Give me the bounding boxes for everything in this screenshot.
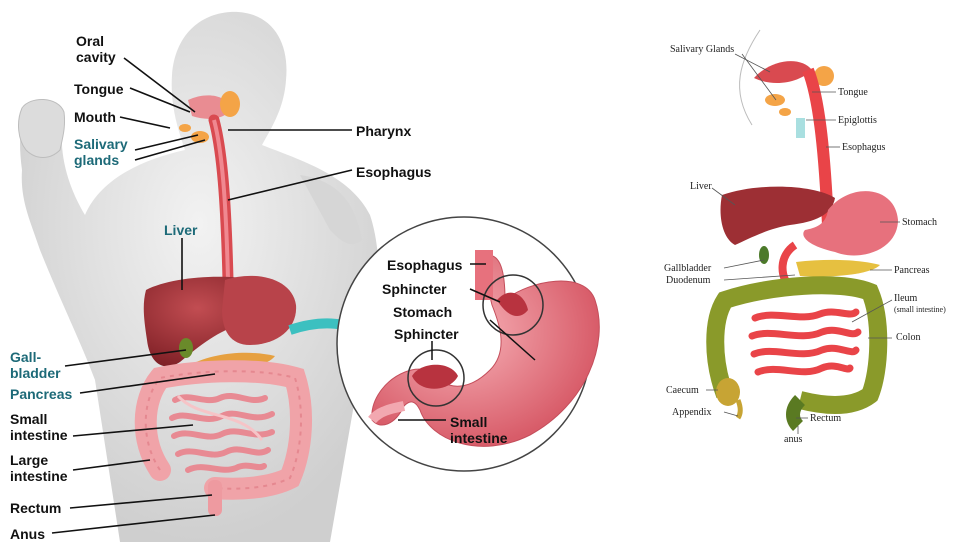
label-pancreas: Pancreas: [10, 386, 72, 402]
label-esophagus: Esophagus: [356, 164, 431, 180]
r-label-caecum: Caecum: [666, 385, 699, 396]
body-silhouette: [19, 12, 379, 542]
label-mouth: Mouth: [74, 109, 116, 125]
r-label-duodenum: Duodenum: [666, 275, 710, 286]
label-tongue: Tongue: [74, 81, 124, 97]
label-salivary-glands: Salivary glands: [74, 136, 128, 168]
label-oral-cavity: Oral cavity: [76, 33, 116, 65]
r-label-ileum: Ileum: [894, 293, 917, 304]
r-label-gallbladder: Gallbladder: [664, 263, 711, 274]
r-label-liver: Liver: [690, 181, 712, 192]
r-label-stomach: Stomach: [902, 217, 937, 228]
gallbladder-organ: [179, 338, 193, 358]
inset-label-sphincter-bottom: Sphincter: [394, 326, 459, 342]
inset-label-stomach: Stomach: [393, 304, 452, 320]
right-schematic: [706, 30, 900, 434]
r-label-salivary-glands: Salivary Glands: [670, 44, 734, 55]
r-label-appendix: Appendix: [672, 407, 711, 418]
r-label-esophagus: Esophagus: [842, 142, 885, 153]
inset-label-esophagus: Esophagus: [387, 257, 462, 273]
label-large-intestine: Large intestine: [10, 452, 68, 484]
r-label-rectum: Rectum: [810, 413, 841, 424]
label-liver: Liver: [164, 222, 197, 238]
inset-label-sphincter-top: Sphincter: [382, 281, 447, 297]
r-label-anus: anus: [784, 434, 802, 445]
label-gallbladder: Gall- bladder: [10, 349, 61, 381]
label-pharynx: Pharynx: [356, 123, 411, 139]
label-anus: Anus: [10, 526, 45, 542]
r-label-colon: Colon: [896, 332, 920, 343]
r-label-pancreas: Pancreas: [894, 265, 930, 276]
label-rectum: Rectum: [10, 500, 61, 516]
inset-label-small-intestine: Small intestine: [450, 414, 508, 446]
rectum-organ: [208, 480, 222, 516]
r-label-ileum-note: (small intestine): [894, 305, 946, 314]
label-small-intestine: Small intestine: [10, 411, 68, 443]
r-label-tongue: Tongue: [838, 87, 868, 98]
r-label-epiglottis: Epiglottis: [838, 115, 877, 126]
